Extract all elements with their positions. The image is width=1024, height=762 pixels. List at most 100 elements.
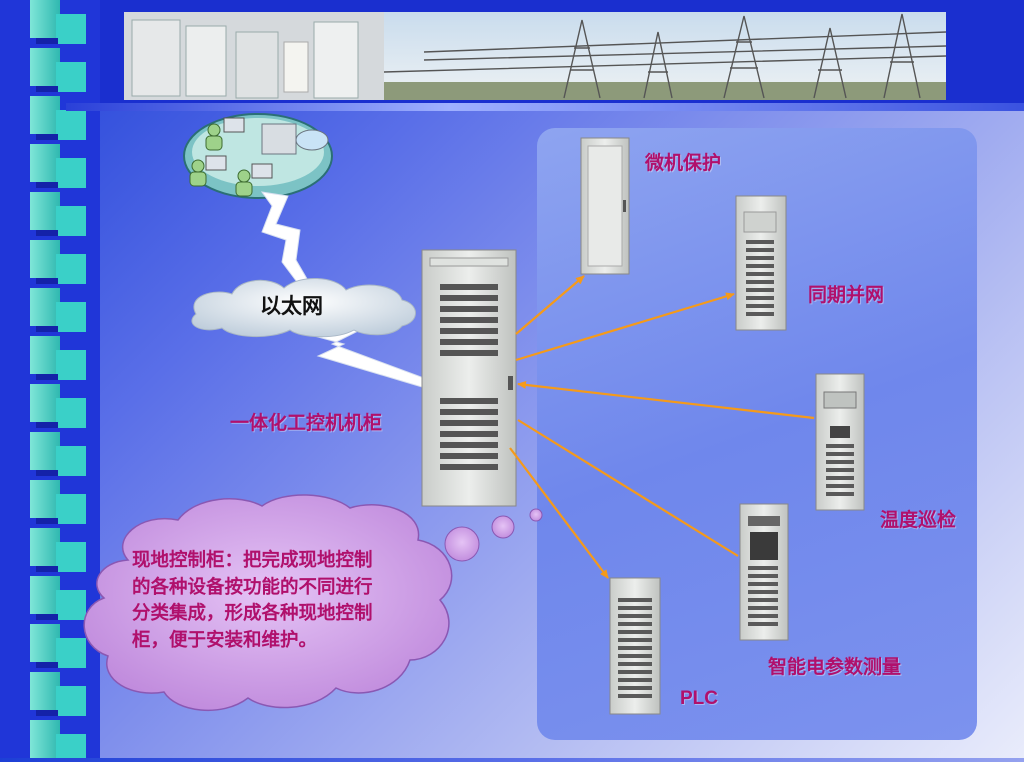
rack-unit: [748, 582, 778, 586]
rack-unit: [618, 630, 652, 634]
rail-block: [56, 398, 86, 428]
rail-pattern: [30, 0, 86, 762]
rail-block: [56, 734, 86, 762]
rack-unit: [618, 606, 652, 610]
rack-unit: [826, 444, 854, 448]
cabinet-sync-grid: [735, 195, 787, 331]
ethernet-label: 以太网: [260, 294, 323, 318]
rack-unit: [440, 464, 498, 470]
substation-banner-image: [124, 12, 946, 100]
rail-block: [30, 624, 60, 662]
rail-block: [30, 48, 60, 86]
rack-unit: [618, 598, 652, 602]
rack-unit: [746, 248, 774, 252]
main-cabinet-label: 一体化工控机机柜: [230, 412, 383, 434]
rack-unit: [746, 264, 774, 268]
rail-block: [56, 590, 86, 620]
device-label-power-meter: 智能电参数测量: [768, 656, 902, 678]
rack-unit: [618, 662, 652, 666]
rail-block: [56, 110, 86, 140]
rail-block: [56, 686, 86, 716]
rack-unit: [440, 284, 498, 290]
rail-gap: [36, 518, 58, 524]
rack-unit: [618, 614, 652, 618]
rail-gap: [36, 470, 58, 476]
rail-block: [56, 254, 86, 284]
rail-block: [56, 302, 86, 332]
rail-block: [30, 576, 60, 614]
rail-gap: [36, 278, 58, 284]
rack-unit: [826, 492, 854, 496]
rack-unit: [748, 574, 778, 578]
rail-block: [56, 446, 86, 476]
connector-lines: [509, 275, 815, 579]
rail-block: [56, 14, 86, 44]
rail-block: [56, 350, 86, 380]
cabinet-temperature: [815, 373, 865, 511]
header-divider: [66, 103, 1024, 111]
rail-block: [30, 720, 60, 758]
network-workstations-icon: [183, 113, 333, 199]
rack-unit: [746, 296, 774, 300]
rack-unit: [440, 317, 498, 323]
rail-block: [56, 542, 86, 572]
rack-unit: [618, 670, 652, 674]
rack-unit: [618, 654, 652, 658]
rail-gap: [36, 710, 58, 716]
rail-block: [30, 0, 60, 38]
rack-unit: [748, 566, 778, 570]
rack-unit: [826, 476, 854, 480]
rack-unit: [748, 598, 778, 602]
rack-unit: [440, 431, 498, 437]
rail-block: [30, 240, 60, 278]
rack-unit: [440, 442, 498, 448]
rail-block: [56, 494, 86, 524]
line-to-power-meter: [517, 419, 739, 557]
rack-unit: [746, 312, 774, 316]
rail-block: [56, 638, 86, 668]
rail-block: [56, 206, 86, 236]
rail-block: [30, 480, 60, 518]
rack-unit: [440, 350, 498, 356]
rack-unit: [440, 306, 498, 312]
arrow-to-sync-grid: [515, 292, 735, 362]
rack-unit: [746, 304, 774, 308]
rack-unit: [618, 622, 652, 626]
device-label-sync-grid: 同期并网: [808, 284, 885, 306]
device-label-temperature: 温度巡检: [880, 509, 957, 531]
rack-unit: [748, 614, 778, 618]
description-callout: [83, 494, 543, 712]
rail-block: [30, 672, 60, 710]
rack-unit: [440, 295, 498, 301]
rack-unit: [826, 460, 854, 464]
rack-unit: [826, 484, 854, 488]
rail-block: [30, 192, 60, 230]
cabinet-plc: [609, 577, 661, 715]
rail-gap: [36, 374, 58, 380]
ethernet-cloud: [191, 277, 416, 338]
device-label-microprotection: 微机保护: [645, 152, 722, 174]
rail-block: [56, 62, 86, 92]
rail-gap: [36, 662, 58, 668]
rack-unit: [618, 638, 652, 642]
main-cabinet: [421, 249, 517, 507]
arrow-to-microprotection: [515, 275, 585, 335]
rail-block: [30, 432, 60, 470]
rack-unit: [746, 280, 774, 284]
rack-unit: [618, 686, 652, 690]
rail-gap: [36, 614, 58, 620]
rack-unit: [748, 622, 778, 626]
rack-unit: [746, 288, 774, 292]
cabinet-microprotection: [580, 137, 630, 275]
rack-unit: [826, 468, 854, 472]
rack-unit: [440, 328, 498, 334]
callout-description-text: 现地控制柜：把完成现地控制的各种设备按功能的不同进行分类集成，形成各种现地控制柜…: [132, 550, 373, 651]
rail-block: [30, 144, 60, 182]
rail-gap: [36, 566, 58, 572]
rail-gap: [36, 422, 58, 428]
rack-unit: [748, 606, 778, 610]
arrow-to-plc: [509, 447, 609, 579]
rack-unit: [440, 398, 498, 404]
rack-unit: [746, 256, 774, 260]
